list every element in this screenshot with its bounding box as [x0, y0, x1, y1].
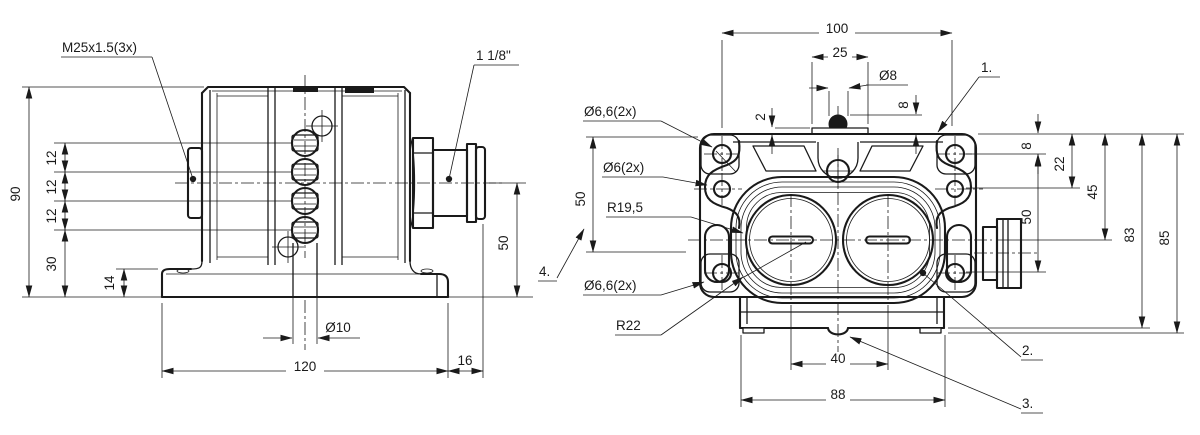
- vent-slot: [293, 87, 318, 92]
- dim-total-height: 90: [8, 186, 23, 201]
- dim-terminal-pitch: 12: [44, 150, 59, 165]
- mounting-base-side: [160, 243, 450, 299]
- label-side-holes: Ø6(2x): [603, 160, 644, 175]
- dim-hole-pitch-left: 50: [573, 191, 588, 206]
- dim-overhang: 16: [457, 353, 472, 368]
- dim-ball-diameter: Ø8: [879, 68, 897, 83]
- front-view: 100 25 Ø8 2 8 1.: [538, 21, 1184, 414]
- dim-base-width: 120: [294, 359, 317, 374]
- foot: [742, 327, 765, 334]
- dim-bore-axis-depth: 45: [1085, 184, 1100, 199]
- foot: [919, 327, 942, 334]
- side-view: 90 12 12 12 30 14 50 Ø10: [8, 40, 533, 378]
- cover-screw: [306, 110, 338, 142]
- dim-width: 100: [826, 21, 849, 36]
- dim-total-height-front: 85: [1157, 230, 1172, 245]
- dim-terminal-pitch: 12: [44, 208, 59, 223]
- dim-plate-width: 25: [832, 45, 847, 60]
- dim-bottom-offset: 30: [44, 256, 59, 271]
- label-cover-radius: R22: [616, 318, 641, 333]
- dim-base-height: 14: [102, 275, 117, 291]
- conduit-connector-front: [974, 217, 1040, 290]
- dim-lower-width: 88: [830, 387, 845, 402]
- label-conduit-size: 1 1/8": [476, 48, 511, 63]
- dim-bore-pitch: 40: [830, 351, 845, 366]
- dim-plate-thickness: 2: [753, 113, 768, 121]
- dim-terminal-pitch: 12: [44, 179, 59, 194]
- dim-hole-offset: 8: [1019, 142, 1034, 150]
- dim-hole-pitch-right: 50: [1019, 209, 1034, 224]
- note-2: 2.: [1022, 343, 1033, 358]
- dim-ball-height: 8: [896, 101, 911, 109]
- note-4: 4.: [539, 264, 550, 279]
- note-1: 1.: [981, 60, 992, 75]
- enclosure-body-side: [200, 85, 412, 265]
- dim-axis-height: 50: [496, 235, 511, 250]
- label-bore-radius: R19,5: [607, 200, 643, 215]
- mounting-holes: [694, 136, 983, 291]
- label-corner-holes-bottom: Ø6,6(2x): [584, 278, 637, 293]
- dim-body-height: 83: [1122, 227, 1137, 242]
- wedge-panel: [752, 145, 817, 172]
- wedge-panel: [859, 145, 924, 172]
- side-view-dimensions: 90 12 12 12 30 14 50 Ø10: [8, 40, 533, 378]
- dim-hole2-offset: 22: [1052, 156, 1067, 171]
- label-corner-holes-top: Ø6,6(2x): [584, 104, 637, 119]
- vent-slot: [345, 88, 374, 93]
- cover-screw: [272, 231, 304, 263]
- dim-stud-diameter: Ø10: [325, 320, 351, 335]
- lower-housing: [738, 295, 946, 336]
- front-view-dimensions: 100 25 Ø8 2 8 1.: [538, 21, 1184, 414]
- note-3: 3.: [1022, 396, 1033, 411]
- label-cable-gland-thread: M25x1.5(3x): [62, 40, 137, 55]
